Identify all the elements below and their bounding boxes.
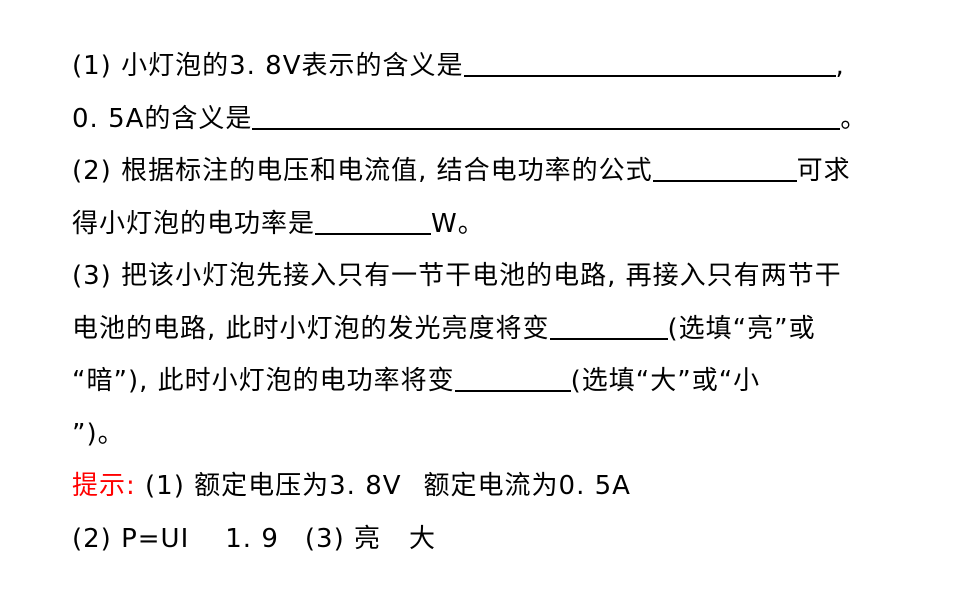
answer-blank-2 xyxy=(252,98,841,130)
line-4-tail: W。 xyxy=(431,208,485,239)
hint-label: 提示: xyxy=(72,471,136,501)
question-content: (1) 小灯泡的3. 8V表示的含义是, 0. 5A的含义是 。 (2) 根据标注… xyxy=(72,40,932,565)
answer-blank-4 xyxy=(315,203,432,235)
answer-blank-3 xyxy=(652,150,797,182)
hint-answer-2b: 1. 9 xyxy=(225,523,279,554)
answer-blank-5 xyxy=(549,308,668,340)
question-line-8: ”)。 xyxy=(72,408,932,461)
hint-answer-1a: (1) 额定电压为3. 8V xyxy=(145,471,402,501)
line-8-text: ”)。 xyxy=(72,418,125,449)
line-5-text: (3) 把该小灯泡先接入只有一节干电池的电路, 再接入只有两节干 xyxy=(72,261,842,291)
hint-answer-2a: (2) P=UI xyxy=(72,523,190,554)
line-3-tail: 可求 xyxy=(796,156,851,186)
hint-line-2: (2) P=UI 1. 9 (3) 亮大 xyxy=(72,513,932,566)
answer-blank-6 xyxy=(454,360,571,392)
line-6-tail: (选填“亮”或 xyxy=(667,313,816,344)
line-3-text: (2) 根据标注的电压和电流值, 结合电功率的公式 xyxy=(72,156,653,186)
line-2-text: 0. 5A的含义是 xyxy=(72,103,253,134)
hint-line-1: 提示: (1) 额定电压为3. 8V 额定电流为0. 5A xyxy=(72,460,932,513)
hint-answer-1b: 额定电流为0. 5A xyxy=(423,471,631,501)
line-6-text: 电池的电路, 此时小灯泡的发光亮度将变 xyxy=(72,313,550,344)
question-line-4: 得小灯泡的电功率是 W。 xyxy=(72,198,932,251)
question-line-1: (1) 小灯泡的3. 8V表示的含义是, xyxy=(72,40,932,93)
line-7-text: “暗”), 此时小灯泡的电功率将变 xyxy=(72,366,455,396)
line-1-text: (1) 小灯泡的3. 8V表示的含义是 xyxy=(72,51,464,81)
hint-answer-2d: 大 xyxy=(409,523,437,554)
line-1-tail: , xyxy=(835,51,845,81)
question-line-6: 电池的电路, 此时小灯泡的发光亮度将变 (选填“亮”或 xyxy=(72,303,932,356)
question-line-2: 0. 5A的含义是 。 xyxy=(72,93,932,146)
question-line-5: (3) 把该小灯泡先接入只有一节干电池的电路, 再接入只有两节干 xyxy=(72,250,932,303)
answer-blank-1 xyxy=(463,45,836,77)
line-4-text: 得小灯泡的电功率是 xyxy=(72,208,316,239)
line-7-tail: (选填“大”或“小 xyxy=(570,366,761,396)
question-line-7: “暗”), 此时小灯泡的电功率将变 (选填“大”或“小 xyxy=(72,355,932,408)
question-line-3: (2) 根据标注的电压和电流值, 结合电功率的公式 可求 xyxy=(72,145,932,198)
line-2-tail: 。 xyxy=(840,103,868,134)
hint-answer-2c: (3) 亮 xyxy=(304,523,381,554)
